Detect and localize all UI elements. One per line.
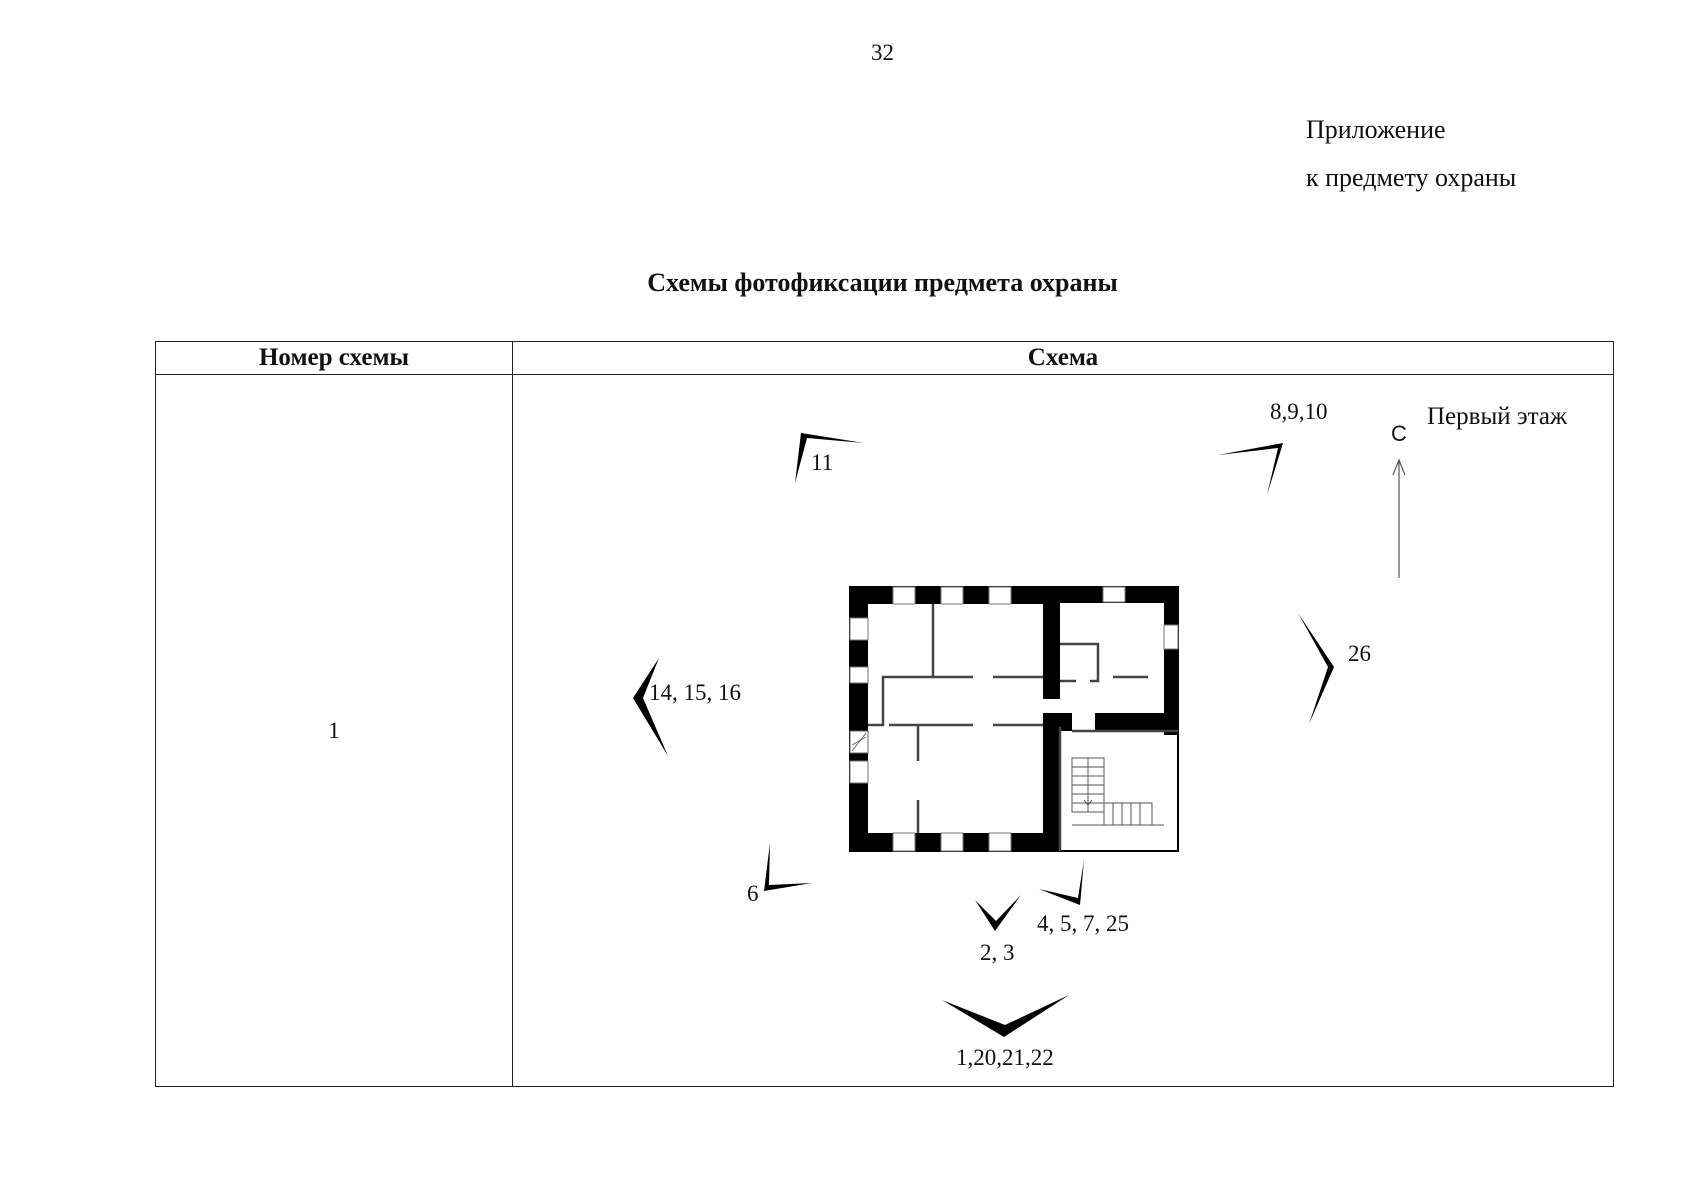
viewpoint-label-14-15-16: 14, 15, 16 [649,680,741,705]
viewpoint-14-15-16-icon [633,658,668,756]
appendix-label-line2: к предмету охраны [1306,163,1517,192]
north-label: С [1391,421,1407,446]
viewpoint-1-20-21-22-icon [942,995,1069,1037]
viewpoint-8-9-10-icon [1218,443,1283,495]
page-number: 32 [871,40,894,65]
viewpoint-label-4-5-7-25: 4, 5, 7, 25 [1037,911,1129,936]
viewpoint-markers [633,433,1334,1037]
floor-plan-diagram [633,433,1406,1037]
table-header-row: Номер схемы Схема [155,341,1614,375]
viewpoint-2-3-icon [975,895,1021,931]
viewpoint-26-icon [1298,613,1334,724]
north-arrow-icon [1392,458,1406,578]
appendix-label-line1: Приложение [1306,115,1446,144]
viewpoint-label-26: 26 [1348,641,1371,666]
scheme-number-cell: 1 [155,374,513,1087]
building-floor-plan [849,586,1179,852]
viewpoint-6-icon [764,843,812,891]
viewpoint-11-icon [795,433,864,483]
document-title: Схемы фотофиксации предмета охраны [647,268,1118,297]
viewpoint-label-2-3: 2, 3 [980,940,1015,965]
header-scheme-number: Номер схемы [155,341,513,375]
viewpoint-4-5-7-25-icon [1039,860,1084,905]
viewpoint-label-8-9-10: 8,9,10 [1270,399,1328,424]
schemes-table: Номер схемы Схема 1 [155,341,1614,1087]
floor-label: Первый этаж [1427,403,1568,430]
header-scheme: Схема [512,341,1614,375]
table-row: 1 [155,374,1614,1087]
viewpoint-label-11: 11 [811,450,834,475]
scheme-diagram-cell: Первый этаж С 11 8,9,10 14, 15, 16 26 6 … [512,374,1614,1087]
viewpoint-label-1-20-21-22: 1,20,21,22 [956,1045,1054,1070]
viewpoint-label-6: 6 [747,881,759,906]
